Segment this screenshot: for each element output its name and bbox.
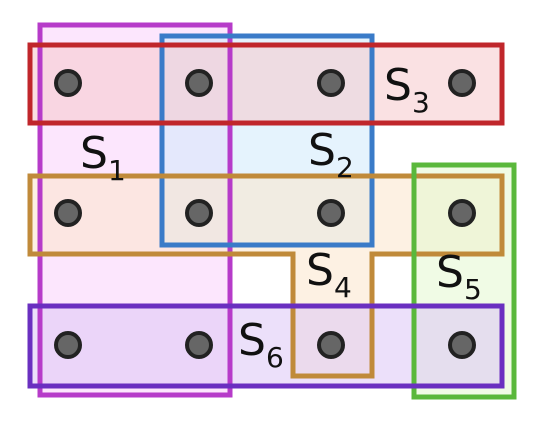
point-p22 [185, 199, 213, 227]
set-label-subscript: 5 [464, 273, 482, 306]
set-label-subscript: 4 [334, 271, 352, 304]
set-s4-fill [30, 176, 502, 376]
set-label-s4: S4 [306, 245, 352, 304]
set-label-s2: S2 [308, 125, 354, 184]
set-label-letter: S [306, 245, 334, 296]
set-label-letter: S [308, 125, 336, 176]
set-label-subscript: 6 [266, 341, 284, 374]
set-label-s5: S5 [436, 247, 482, 306]
point-p14 [448, 69, 476, 97]
set-label-subscript: 2 [336, 151, 354, 184]
set-label-s1: S1 [80, 128, 126, 187]
point-p12 [185, 69, 213, 97]
point-p32 [185, 331, 213, 359]
point-p23 [317, 199, 345, 227]
set-s1-outline [37, 22, 233, 398]
set-s6-outline [27, 303, 505, 389]
set-label-s6: S6 [238, 315, 284, 374]
point-p33 [317, 331, 345, 359]
point-p11 [54, 69, 82, 97]
set-label-s3: S3 [384, 60, 430, 119]
point-p34 [448, 331, 476, 359]
set-label-letter: S [80, 128, 108, 179]
set-s4-outline [27, 173, 505, 379]
set-label-subscript: 1 [108, 154, 126, 187]
point-p31 [54, 331, 82, 359]
set-s3-fill [30, 45, 502, 123]
set-label-subscript: 3 [412, 86, 430, 119]
set-s2-outline [159, 33, 375, 248]
point-p13 [317, 69, 345, 97]
points-layer [54, 69, 476, 359]
set-s6-fill [30, 306, 502, 386]
set-s3-outline [27, 42, 505, 126]
point-p24 [448, 199, 476, 227]
set-label-letter: S [238, 315, 266, 366]
set-label-letter: S [384, 60, 412, 111]
point-p21 [54, 199, 82, 227]
set-s5-outline [411, 162, 517, 400]
set-label-letter: S [436, 247, 464, 298]
